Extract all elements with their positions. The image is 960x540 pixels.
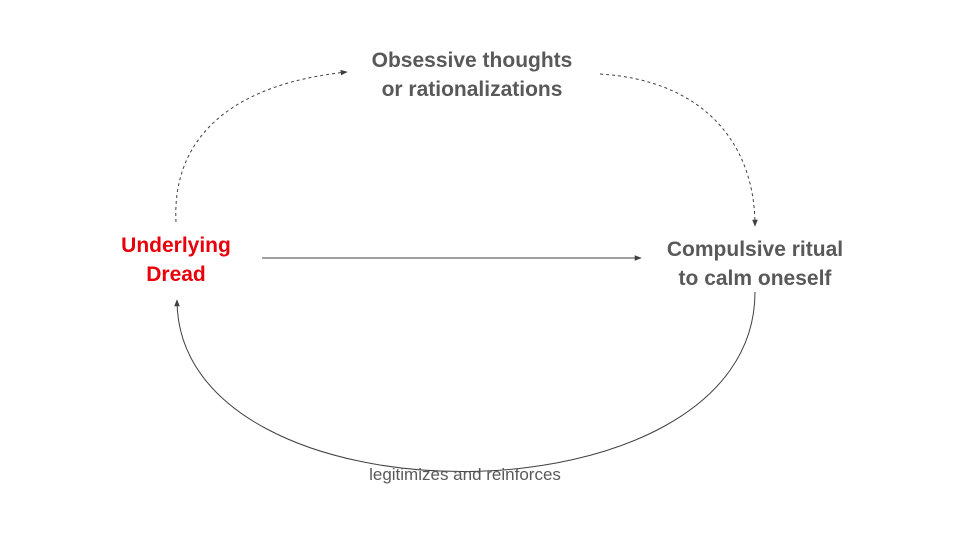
node-obsessive-thoughts-line1: Obsessive thoughts xyxy=(371,49,573,72)
edge-obsessive-to-compulsive xyxy=(599,73,758,227)
node-underlying-dread-line1: Underlying xyxy=(121,234,231,257)
node-underlying-dread-line2: Dread xyxy=(146,263,206,286)
edge-label-legitimizes: legitimizes and reinforces xyxy=(369,465,561,484)
edge-dread-to-obsessive xyxy=(175,69,348,223)
node-compulsive-ritual-line1: Compulsive ritual xyxy=(666,238,844,261)
node-compulsive-ritual-line2: to calm oneself xyxy=(678,267,832,290)
node-obsessive-thoughts: Obsessive thoughts or rationalizations xyxy=(322,46,622,104)
edge-compulsive-to-dread xyxy=(174,291,756,472)
node-underlying-dread: Underlying Dread xyxy=(86,231,266,289)
node-obsessive-thoughts-line2: or rationalizations xyxy=(381,78,563,101)
node-compulsive-ritual: Compulsive ritual to calm oneself xyxy=(615,235,895,293)
